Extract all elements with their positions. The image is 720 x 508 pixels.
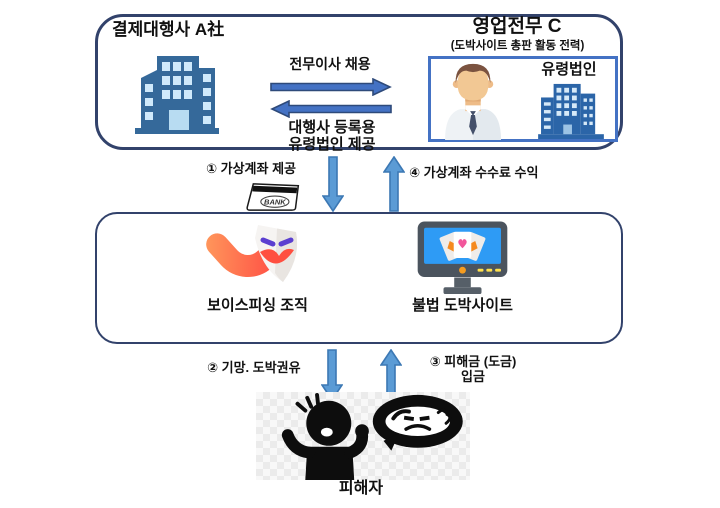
bank-card-icon: BANK (246, 183, 300, 211)
ghost-corp-label: 유령법인 (541, 61, 597, 78)
virtual-account-provide-label: ① 가상계좌 제공 (206, 161, 296, 176)
deceive-label: ② 기망. 도박권유 (207, 360, 301, 375)
provide-arrow-label-line2: 유령법인 제공 (288, 136, 376, 154)
deposit-label-line1: ③ 피해금 (도금) (429, 354, 517, 369)
sales-executive-title: 영업전무 C (472, 16, 562, 37)
hire-arrow-right-icon (270, 78, 392, 96)
businessman-icon (445, 63, 501, 140)
deposit-label-line2: 입금 (461, 368, 485, 384)
provide-arrow-left-icon (270, 100, 392, 118)
hire-arrow-label: 전무이사 채용 (289, 56, 371, 72)
sales-executive-subtitle: (도박사이트 총판 활동 전력) (450, 40, 585, 52)
bank-text: BANK (264, 198, 286, 207)
fee-label: ④ 가상계좌 수수료 수익 (409, 165, 539, 180)
crime-org-box (95, 212, 623, 344)
provide-arrow-label-line1: 대행사 등록용 (288, 119, 376, 136)
office-building-icon (135, 56, 219, 134)
gambling-site-label: 불법 도박사이트 (412, 297, 513, 314)
victim-label: 피해자 (338, 480, 384, 497)
voice-phishing-icon (206, 225, 298, 282)
ghost-corp-building-icon (538, 83, 604, 140)
virtual-account-down-arrow-icon (322, 156, 344, 212)
provide-arrow-label: 대행사 등록용 유령법인 제공 (270, 119, 394, 154)
payment-agency-title: 결제대행사 A社 (112, 20, 225, 39)
deposit-label: ③ 피해금 (도금) 입금 (413, 354, 533, 385)
fee-up-arrow-icon (383, 156, 405, 212)
voice-phishing-label: 보이스피싱 조직 (207, 297, 308, 314)
victim-icon (256, 392, 470, 480)
gambling-site-icon (417, 221, 508, 295)
